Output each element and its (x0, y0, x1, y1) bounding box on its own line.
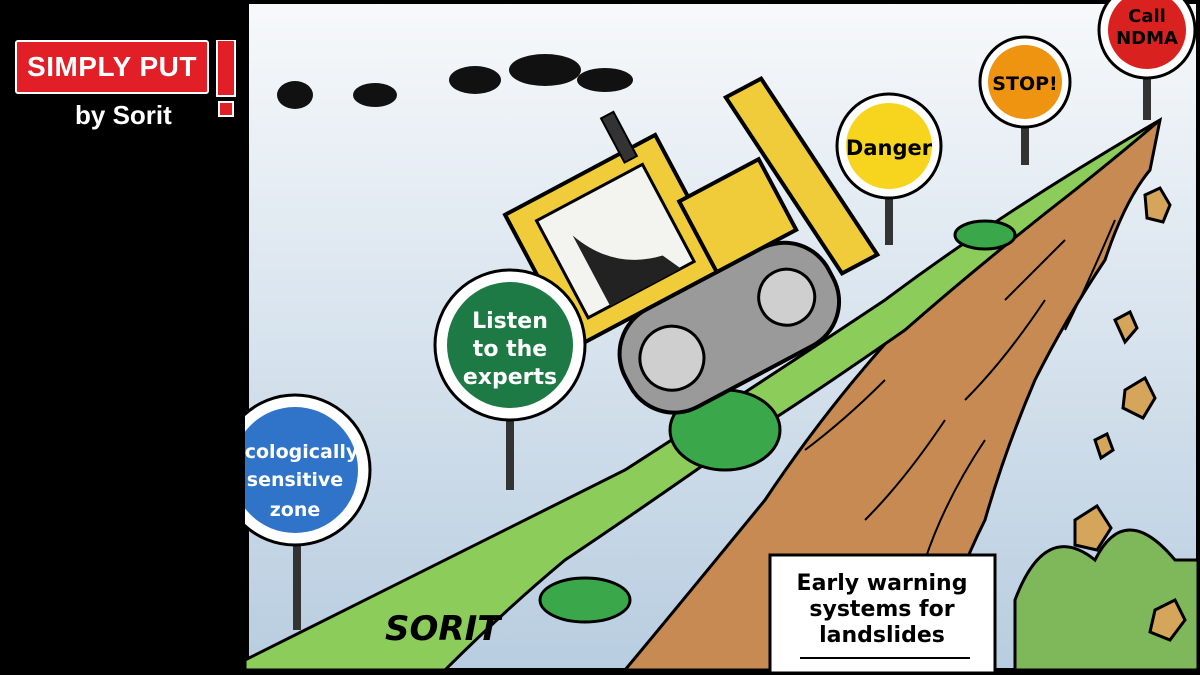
falling-rock-icon (1073, 186, 1187, 642)
sign-danger: Danger (835, 92, 943, 245)
note-line-3: landslides (819, 623, 945, 648)
sign-listen-line-1: Listen (472, 309, 548, 334)
artist-signature: SORIT (385, 609, 503, 649)
note-paper: Early warning systems for landslides (768, 553, 997, 675)
left-panel: SIMPLY PUT by Sorit (0, 0, 245, 675)
sign-ndma-line-2: NDMA (1116, 28, 1178, 49)
sign-danger-label: Danger (846, 136, 933, 160)
bush-icon (538, 576, 632, 624)
sign-call-ndma: Call NDMA (1097, 0, 1197, 120)
bush-icon (953, 219, 1017, 251)
grass-slope (245, 118, 1161, 672)
sign-ndma-line-1: Call (1128, 6, 1166, 27)
brand-title-box: SIMPLY PUT (15, 40, 209, 94)
sign-listen-line-3: experts (463, 365, 557, 390)
exclamation-icon (216, 40, 236, 117)
sign-ecological-line-2: sensitive (247, 469, 343, 491)
cliff-cracks (804, 219, 1116, 561)
sign-listen-to-the-experts: Listen to the experts (433, 268, 587, 490)
sign-ecological-line-1: Ecologically (245, 441, 359, 463)
note-line-1: Early warning (797, 571, 968, 596)
cartoon-illustration: Ecologically sensitive zone Listen to th… (245, 0, 1200, 675)
brand-byline: by Sorit (75, 100, 172, 130)
sign-ecologically-sensitive-zone: Ecologically sensitive zone (245, 393, 372, 630)
sign-stop: STOP! (978, 35, 1072, 165)
cartoon-panel: Ecologically sensitive zone Listen to th… (245, 0, 1200, 675)
cliff (621, 116, 1163, 672)
note-line-2: systems for (809, 597, 954, 622)
sign-stop-label: STOP! (992, 73, 1057, 95)
brand-title: SIMPLY PUT (27, 51, 197, 82)
smoke-icon (277, 54, 633, 109)
sign-ecological-line-3: zone (270, 499, 321, 521)
sign-listen-line-2: to the (473, 337, 547, 362)
background-hills (1013, 528, 1200, 672)
